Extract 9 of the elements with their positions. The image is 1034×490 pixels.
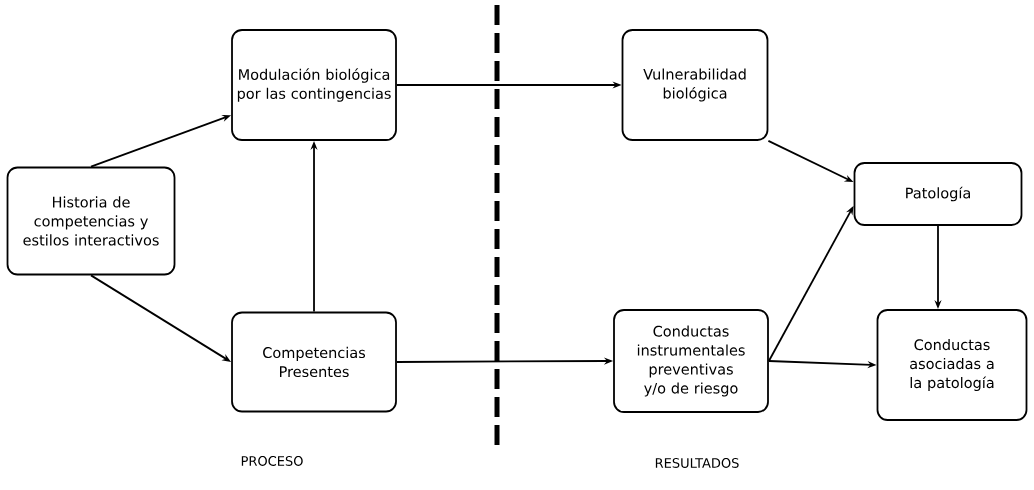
process-box: Competencias Presentes <box>231 311 397 413</box>
section-label: RESULTADOS <box>655 458 739 468</box>
section-label: PROCESO <box>241 456 303 466</box>
process-box: Patología <box>853 162 1023 226</box>
process-box: Vulnerabilidad biológica <box>621 29 769 141</box>
process-box: Conductas instrumentales preventivas y/o de riesgo <box>613 309 769 413</box>
process-box: Conductas asociadas a la patología <box>876 309 1028 421</box>
process-box: Historia de competencias y estilos interactivos <box>6 166 176 276</box>
process-box: Modulación biológica por las contingencias <box>231 29 397 141</box>
